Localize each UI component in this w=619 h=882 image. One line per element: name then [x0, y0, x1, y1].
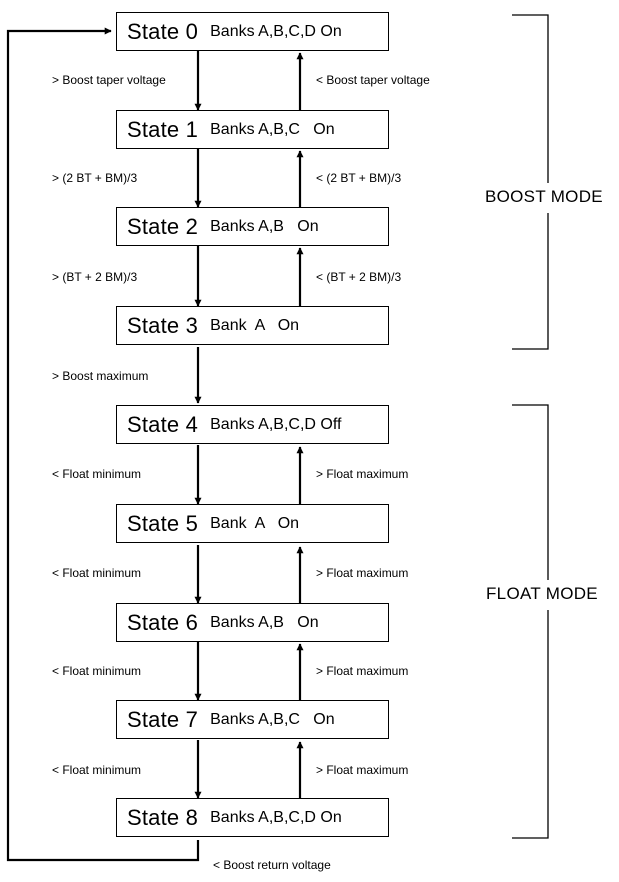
float-mode-bracket	[512, 404, 549, 839]
state-7-name: State 7	[127, 706, 199, 732]
state-4-desc: Banks A,B,C,D Off	[210, 415, 342, 433]
down-condition-5-6: < Float minimum	[52, 566, 142, 580]
state-1-name: State 1	[127, 116, 199, 142]
float-mode-label: FLOAT MODE	[486, 584, 598, 603]
state-4-box: State 4 Banks A,B,C,D Off	[116, 405, 389, 444]
state-2-box: State 2 Banks A,B On	[116, 207, 389, 246]
state-1-desc: Banks A,B,C On	[210, 120, 335, 138]
down-condition-2-3: > (BT + 2 BM)/3	[52, 270, 138, 284]
state-7-desc: Banks A,B,C On	[210, 710, 335, 728]
state-8-name: State 8	[127, 804, 199, 830]
up-condition-2-1: < (2 BT + BM)/3	[316, 171, 402, 185]
state-8-desc: Banks A,B,C,D On	[210, 808, 342, 826]
state-3-desc: Bank A On	[210, 316, 300, 334]
state-1-box: State 1 Banks A,B,C On	[116, 110, 389, 149]
state-0-name: State 0	[127, 18, 199, 44]
state-0-box: State 0 Banks A,B,C,D On	[116, 12, 389, 51]
state-8-box: State 8 Banks A,B,C,D On	[116, 798, 389, 837]
state-5-box: State 5 Bank A On	[116, 504, 389, 543]
state-6-desc: Banks A,B On	[210, 613, 319, 631]
state-3-name: State 3	[127, 312, 199, 338]
boost-mode-bracket	[512, 14, 549, 350]
state-3-box: State 3 Bank A On	[116, 306, 389, 345]
up-condition-6-5: > Float maximum	[316, 566, 409, 580]
down-condition-4-5: < Float minimum	[52, 467, 142, 481]
down-condition-7-8: < Float minimum	[52, 763, 142, 777]
state-0-desc: Banks A,B,C,D On	[210, 22, 342, 40]
down-condition-3-4: > Boost maximum	[52, 369, 149, 383]
state-6-name: State 6	[127, 609, 199, 635]
up-condition-8-7: > Float maximum	[316, 763, 409, 777]
state-5-name: State 5	[127, 510, 199, 536]
state-2-name: State 2	[127, 213, 199, 239]
state-2-desc: Banks A,B On	[210, 217, 319, 235]
up-condition-1-0: < Boost taper voltage	[316, 73, 430, 87]
return-condition: < Boost return voltage	[213, 858, 331, 872]
up-condition-5-4: > Float maximum	[316, 467, 409, 481]
state-7-box: State 7 Banks A,B,C On	[116, 700, 389, 739]
up-condition-7-6: > Float maximum	[316, 664, 409, 678]
down-condition-1-2: > (2 BT + BM)/3	[52, 171, 138, 185]
down-condition-6-7: < Float minimum	[52, 664, 142, 678]
up-condition-3-2: < (BT + 2 BM)/3	[316, 270, 402, 284]
state-4-name: State 4	[127, 411, 199, 437]
state-5-desc: Bank A On	[210, 514, 300, 532]
return-arrow-8-0	[6, 27, 200, 862]
boost-mode-label: BOOST MODE	[485, 187, 603, 206]
state-6-box: State 6 Banks A,B On	[116, 603, 389, 642]
down-condition-0-1: > Boost taper voltage	[52, 73, 166, 87]
